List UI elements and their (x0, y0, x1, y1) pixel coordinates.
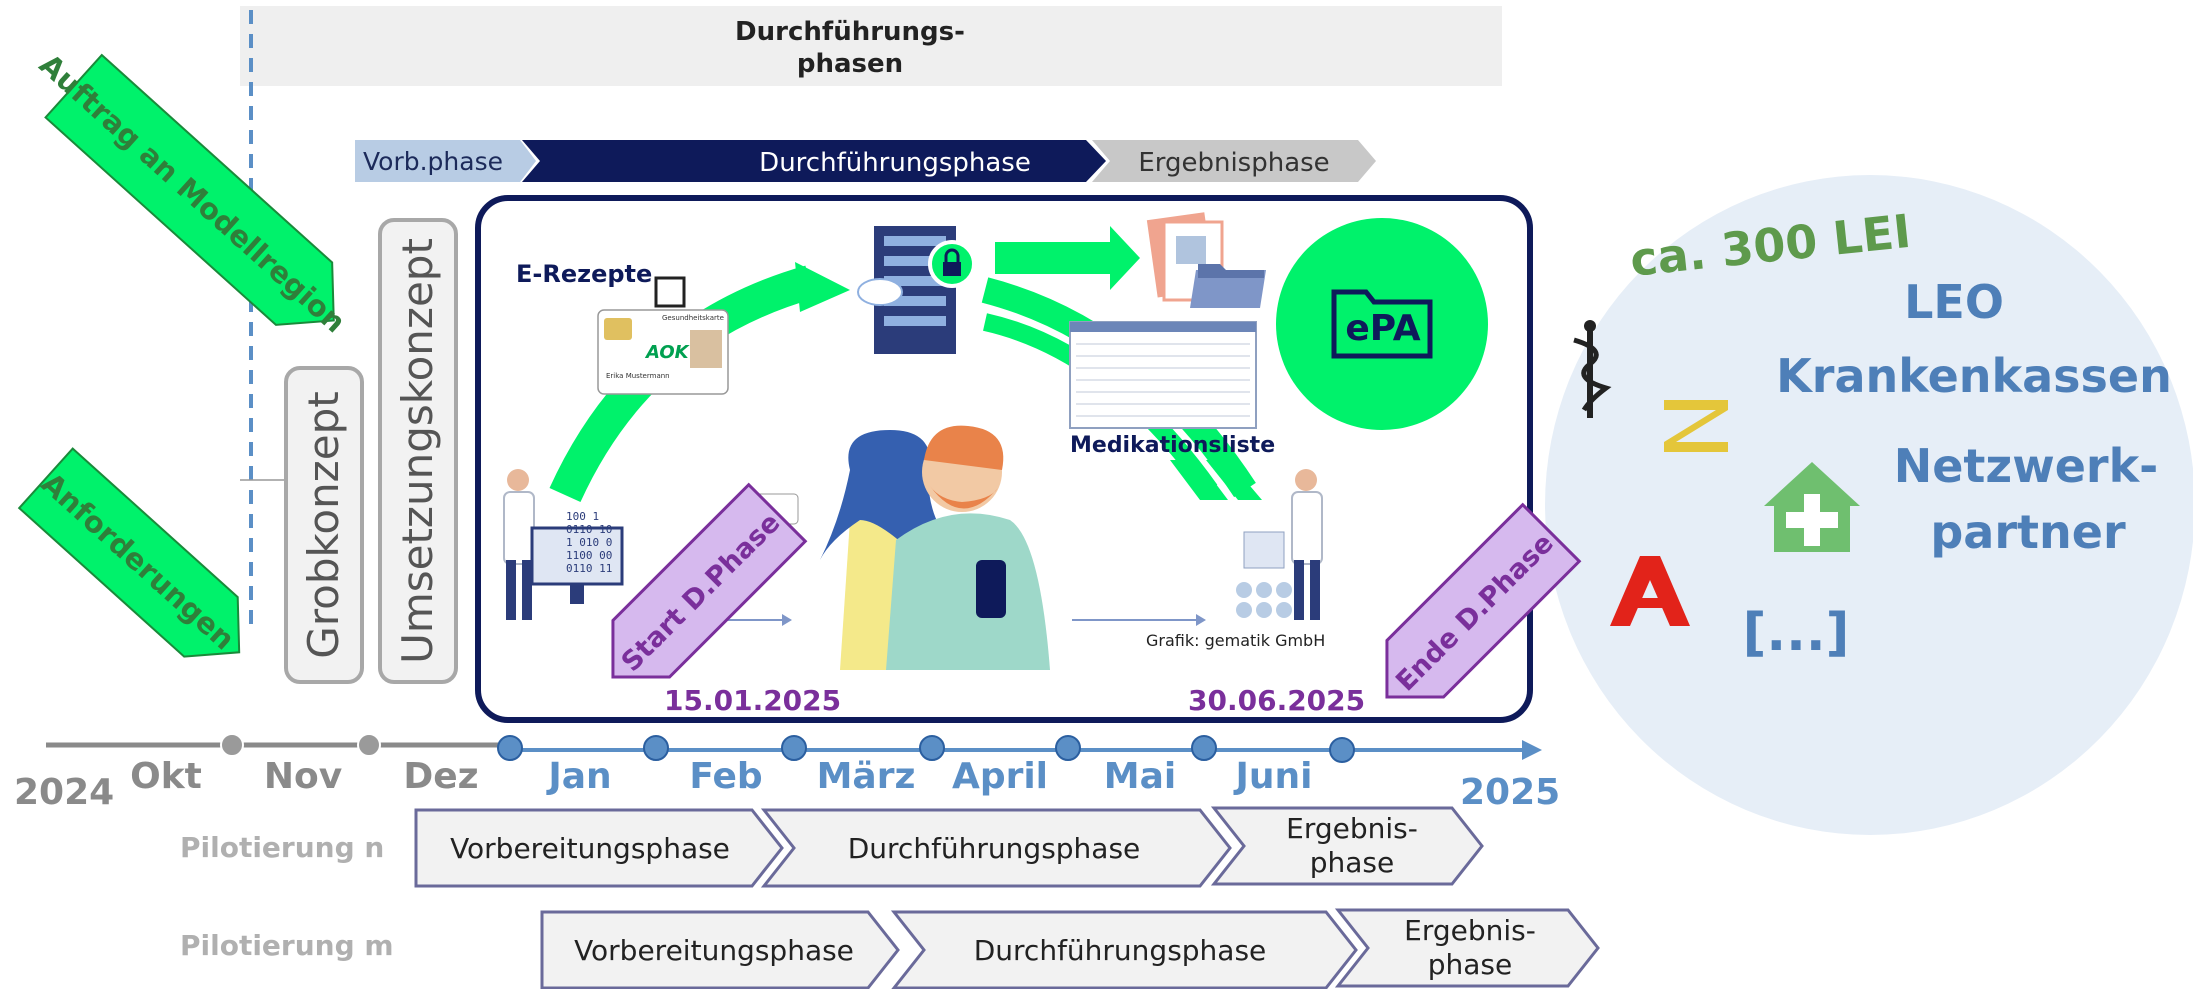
header-band (240, 6, 1502, 86)
year-2025: 2025 (1460, 772, 1560, 813)
pilot-m-durch (890, 910, 1358, 989)
flow-arrow-right-head (1196, 614, 1206, 626)
health-card: Gesundheitskarte AOK Erika Mustermann (597, 309, 729, 395)
green-arrow-epa (995, 226, 1140, 290)
end-phase-date: 30.06.2025 (1188, 684, 1365, 717)
auftrag-label: Auftrag an Modellregion (33, 47, 352, 339)
pilot-n-durch-label: Durchführungsphase (848, 832, 1141, 865)
svg-text:1100 00: 1100 00 (566, 549, 612, 562)
month-mai: Mai (1104, 756, 1176, 797)
grobkonzept-box (284, 366, 364, 684)
pilot-m-ergebnis-label-2: phase (1428, 948, 1513, 981)
timeline-dot-feb (643, 735, 669, 761)
server-icon (857, 226, 976, 354)
month-nov: Nov (264, 756, 342, 797)
green-arc-left-head (795, 262, 850, 312)
pilot-n-vorb (414, 808, 784, 888)
pilot-n-durch (760, 808, 1232, 888)
green-arrow-med (1170, 460, 1228, 500)
top-phase-durch (522, 140, 1106, 182)
anforderungen-flag: Anforderungen (17, 447, 241, 658)
caduceus-icon (1573, 320, 1612, 418)
umsetzungskonzept-box (378, 218, 458, 684)
green-arrow-med2 (1206, 460, 1262, 500)
svg-text:0110 11: 0110 11 (566, 562, 612, 575)
timeline-dot-end (1329, 737, 1355, 763)
svg-text:AOK: AOK (644, 342, 691, 363)
partner-more: [...] (1743, 603, 1850, 663)
hospital-house-icon (1764, 462, 1860, 552)
erezepte-label: E-Rezepte (516, 260, 652, 288)
svg-text:Erika Mustermann: Erika Mustermann (606, 372, 670, 380)
pilot-n-ergebnis-label-1: Ergebnis- (1286, 812, 1418, 845)
top-phase-ergebnis (1092, 140, 1376, 182)
umsetzungskonzept-label: Umsetzungskonzept (393, 238, 442, 664)
qr-code (654, 276, 686, 308)
timeline-dot-mai (1055, 735, 1081, 761)
top-phase-vorb-label: Vorb.phase (363, 147, 503, 176)
timeline-arrowhead (1522, 740, 1542, 760)
top-phase-vorb (355, 140, 536, 182)
binary-text: 100 1 0110 10 1 010 0 1100 00 0110 11 (566, 510, 612, 575)
month-feb: Feb (689, 756, 762, 797)
anforderungen-label: Anforderungen (35, 466, 241, 657)
epa-label: ePA (1345, 308, 1420, 349)
timeline-dot-okt (220, 733, 244, 757)
top-phase-ergebnis-label: Ergebnisphase (1138, 148, 1329, 178)
graphic-credit: Grafik: gematik GmbH (1146, 631, 1325, 650)
start-phase-date: 15.01.2025 (664, 684, 841, 717)
pilot-m-vorb (540, 910, 900, 989)
pilot-n-ergebnis-label-2: phase (1310, 846, 1395, 879)
grobkonzept-label: Grobkonzept (299, 391, 348, 658)
header-title-line2: phasen (797, 49, 903, 79)
medikationsliste-label: Medikationsliste (1070, 433, 1275, 458)
epa-folder-icon (1331, 289, 1433, 359)
svg-text:0110 10: 0110 10 (566, 523, 612, 536)
header-title-line1: Durchführungs- (735, 17, 965, 47)
pilot-m-ergebnis-label-1: Ergebnis- (1404, 914, 1536, 947)
doctor-right-figure (1236, 469, 1323, 620)
timeline-dot-april (919, 735, 945, 761)
flow-arrow-left-head (782, 614, 792, 626)
timeline-dot-jan (497, 735, 523, 761)
partner-netzwerk-1: Netzwerk- (1894, 439, 2159, 493)
pilot-m-durch-label: Durchführungsphase (974, 934, 1267, 967)
pilot-m-label: Pilotierung m (180, 929, 394, 962)
partner-ellipse (1545, 175, 2193, 835)
month-okt: Okt (130, 756, 202, 797)
doctor-left-figure (503, 469, 624, 620)
month-maerz: März (817, 756, 916, 797)
partner-leo: LEO (1904, 275, 2004, 329)
svg-text:100 1: 100 1 (566, 510, 599, 523)
timeline-dot-maerz (781, 735, 807, 761)
pharmacy-icon (1610, 556, 1690, 626)
timeline-dot-juni (1191, 735, 1217, 761)
year-2024: 2024 (14, 772, 114, 813)
pilot-n-ergebnis (1210, 806, 1484, 886)
partner-netzwerk-2: partner (1930, 505, 2126, 559)
top-phase-durch-label: Durchführungsphase (759, 148, 1031, 178)
documents-folder-icon (1146, 212, 1266, 308)
pilot-n-vorb-label: Vorbereitungsphase (450, 832, 730, 865)
z-logo-icon (1664, 400, 1728, 452)
month-juni: Juni (1233, 756, 1313, 797)
epa-circle (1276, 218, 1488, 430)
timeline-dot-nov (357, 733, 381, 757)
svg-text:1 010 0: 1 010 0 (566, 536, 612, 549)
month-april: April (952, 756, 1048, 797)
month-jan: Jan (545, 756, 611, 797)
svg-text:Gesundheitskarte: Gesundheitskarte (662, 314, 724, 322)
pilot-m-vorb-label: Vorbereitungsphase (574, 934, 854, 967)
partner-krankenkassen: Krankenkassen (1776, 349, 2172, 403)
month-dez: Dez (403, 756, 478, 797)
pilot-n-label: Pilotierung n (180, 831, 384, 864)
medication-list-screen (1069, 321, 1257, 429)
pilot-m-ergebnis (1334, 908, 1600, 988)
